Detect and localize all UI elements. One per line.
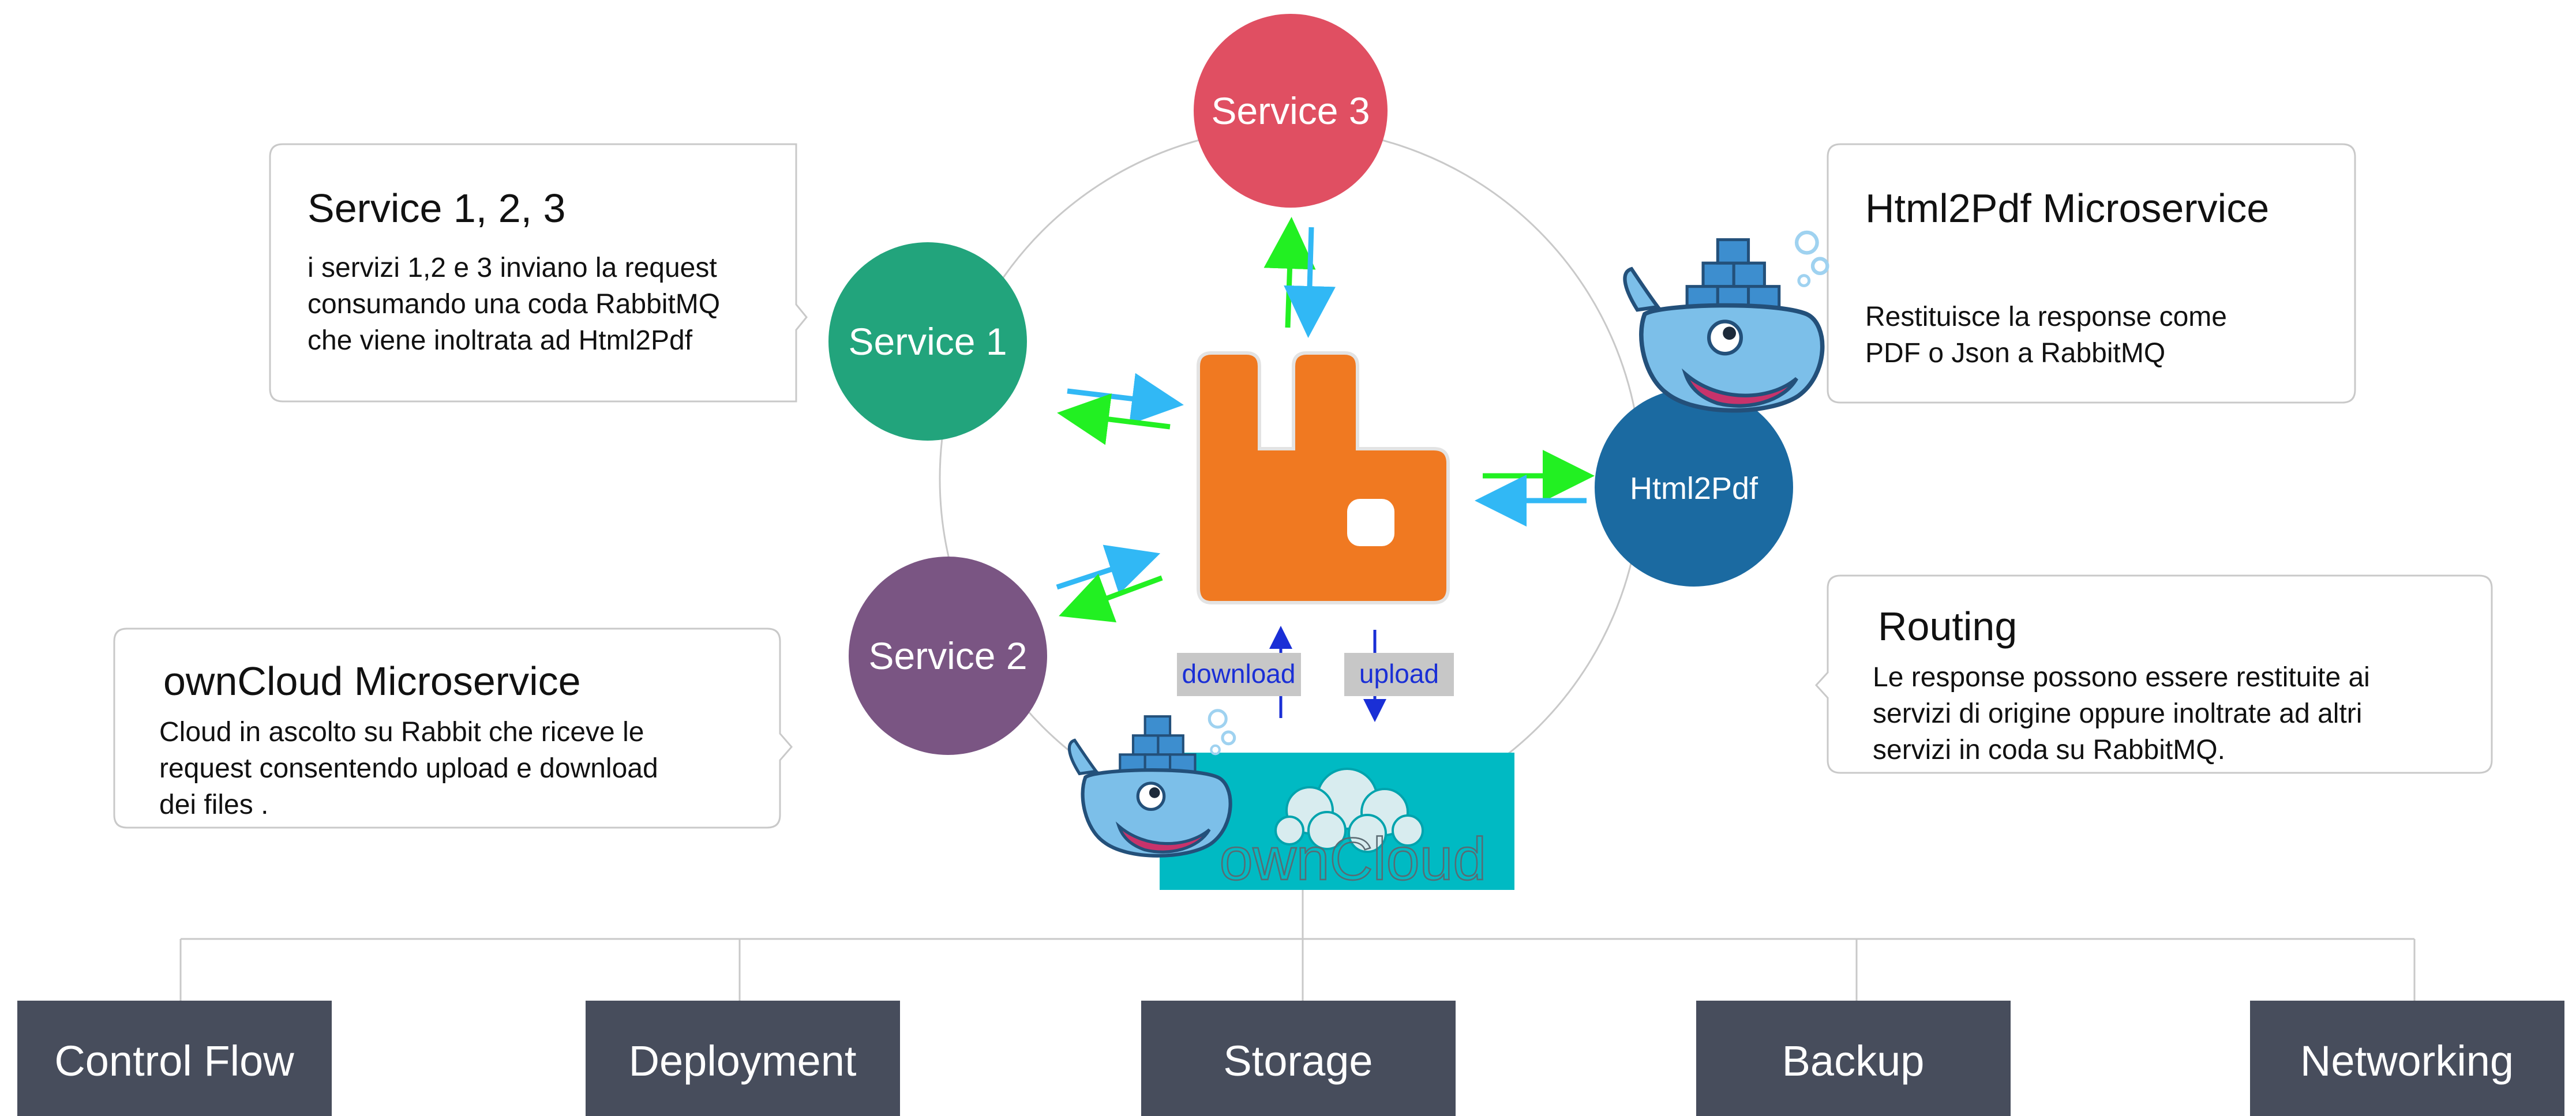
docker-whale-icon [1625,232,1827,411]
arrows-service3 [1263,217,1336,338]
callout-routing-line: servizi di origine oppure inoltrate ad a… [1873,698,2362,729]
docker-whale-icon [1069,711,1234,856]
category-backup[interactable]: Backup [1696,1001,2011,1116]
callout-routing-title: Routing [1878,604,2017,649]
node-service1[interactable]: Service 1 [828,242,1027,441]
download-label: download [1182,659,1296,689]
node-html2pdf[interactable]: Html2Pdf [1595,388,1793,587]
download-transfer: download [1177,626,1301,718]
callout-routing: Routing Le response possono essere resti… [1814,574,2493,774]
callout-owncloud-line: dei files . [159,790,268,820]
arrows-service2 [1056,544,1163,623]
callout-owncloud: ownCloud Microservice Cloud in ascolto s… [113,627,793,829]
callout-routing-line: servizi in coda su RabbitMQ. [1873,735,2225,765]
callout-html2pdf: Html2Pdf Microservice Restituisce la res… [1827,143,2356,404]
callout-owncloud-line: Cloud in ascolto su Rabbit che riceve le [159,717,644,747]
callout-services: Service 1, 2, 3 i servizi 1,2 e 3 invian… [269,143,808,403]
node-service3[interactable]: Service 3 [1194,14,1388,208]
node-service1-label: Service 1 [848,320,1007,363]
callout-services-line: che viene inoltrata ad Html2Pdf [308,325,693,356]
category-control-flow-label: Control Flow [54,1037,294,1085]
callout-html2pdf-line: Restituisce la response come [1865,302,2227,332]
node-service2-label: Service 2 [868,634,1027,677]
arrows-html2pdf [1475,450,1595,527]
callout-owncloud-line: request consentendo upload e download [159,753,658,784]
owncloud-logo: ownCloud [1160,753,1514,893]
owncloud-logo-text: ownCloud [1220,826,1487,893]
callout-services-line: consumando una coda RabbitMQ [308,289,720,320]
arrows-service1 [1057,373,1184,445]
category-networking-label: Networking [2300,1037,2514,1085]
rabbitmq-logo [1197,351,1450,604]
category-networking[interactable]: Networking [2250,1001,2564,1116]
category-storage-label: Storage [1223,1037,1373,1085]
callout-services-line: i servizi 1,2 e 3 inviano la request [308,253,717,283]
category-deployment-label: Deployment [629,1037,857,1085]
node-service2[interactable]: Service 2 [849,557,1047,755]
upload-transfer: upload [1344,630,1454,722]
callout-html2pdf-line: PDF o Json a RabbitMQ [1865,338,2165,369]
callout-services-title: Service 1, 2, 3 [308,186,565,231]
upload-label: upload [1359,659,1439,689]
node-service3-label: Service 3 [1211,89,1370,132]
category-control-flow[interactable]: Control Flow [17,1001,332,1116]
callout-routing-line: Le response possono essere restituite ai [1873,662,2370,693]
callout-html2pdf-title: Html2Pdf Microservice [1865,186,2269,231]
category-backup-label: Backup [1782,1037,1925,1085]
node-html2pdf-label: Html2Pdf [1630,471,1758,506]
category-connectors [179,888,2416,1001]
category-storage[interactable]: Storage [1141,1001,1456,1116]
category-deployment[interactable]: Deployment [586,1001,900,1116]
callout-owncloud-title: ownCloud Microservice [163,659,581,704]
